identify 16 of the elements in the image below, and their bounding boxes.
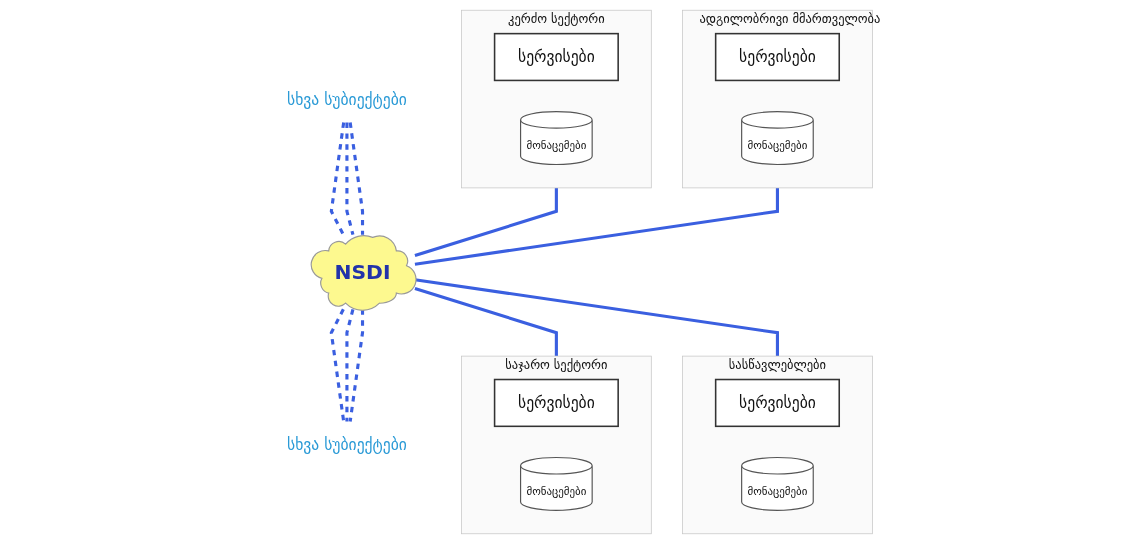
connector	[345, 122, 355, 236]
connector	[414, 187, 779, 266]
node-box: სერვისები	[714, 32, 840, 82]
node-box: სერვისები	[714, 378, 840, 428]
connector	[414, 286, 558, 357]
connector	[329, 308, 346, 422]
connector	[348, 122, 365, 235]
connector	[329, 122, 346, 236]
connector	[414, 278, 779, 357]
node-text: სხვა სუბიექტები	[287, 89, 407, 109]
connector	[348, 309, 365, 422]
node-box: სერვისები	[493, 378, 619, 428]
connector	[345, 308, 355, 422]
connector	[414, 187, 558, 258]
node-box: სერვისები	[493, 32, 619, 82]
node-text: სხვა სუბიექტები	[287, 435, 407, 455]
